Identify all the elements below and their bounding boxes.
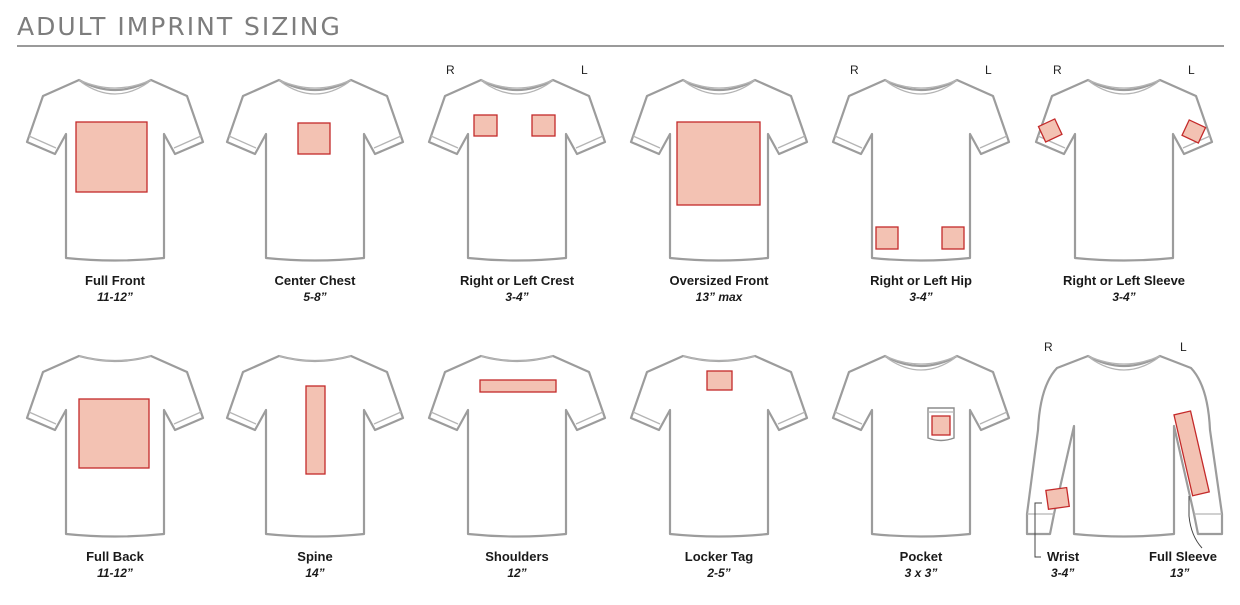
right-side-label: R bbox=[1044, 340, 1053, 354]
tshirt-front-icon bbox=[225, 78, 405, 262]
left-side-label: L bbox=[581, 63, 588, 77]
tshirt-front-icon bbox=[831, 354, 1011, 538]
item-name: Shoulders bbox=[485, 549, 549, 564]
imprint-center-chest bbox=[297, 122, 331, 155]
imprint-shoulders bbox=[479, 379, 557, 393]
imprint-right-hip bbox=[875, 226, 899, 250]
item-size: 12” bbox=[507, 566, 527, 580]
imprint-left-hip bbox=[941, 226, 965, 250]
full-sleeve-name: Full Sleeve bbox=[1149, 549, 1217, 564]
wrist-size: 3-4” bbox=[1051, 566, 1075, 580]
item-name: Right or Left Hip bbox=[870, 273, 972, 288]
item-size: 11-12” bbox=[97, 290, 133, 304]
item-sleeve: R L Right or Left Sleeve 3-4” bbox=[1024, 63, 1224, 310]
title-divider bbox=[17, 45, 1224, 47]
wrist-leader-line bbox=[1034, 502, 1042, 558]
item-center-chest: Center Chest 5-8” bbox=[215, 70, 415, 310]
imprint-oversized-front bbox=[676, 121, 761, 206]
tshirt-front-icon bbox=[831, 78, 1011, 262]
tshirt-back-icon bbox=[225, 354, 405, 538]
full-sleeve-leader-line bbox=[1188, 496, 1203, 549]
item-full-front: Full Front 11-12” bbox=[15, 70, 215, 310]
item-name: Right or Left Crest bbox=[459, 273, 575, 288]
tshirt-front-icon bbox=[427, 78, 607, 262]
item-name: Oversized Front bbox=[669, 273, 769, 288]
item-locker-tag: Locker Tag 2-5” bbox=[619, 346, 819, 586]
imprint-full-back bbox=[78, 398, 150, 469]
item-oversized-front: Oversized Front 13” max bbox=[619, 70, 819, 310]
item-name: Locker Tag bbox=[684, 549, 754, 564]
item-long-sleeve: R L Wrist 3-4” Full Sleeve 13” bbox=[1024, 340, 1224, 586]
tshirt-front-icon bbox=[1034, 78, 1214, 262]
left-side-label: L bbox=[1180, 340, 1187, 354]
wrist-name: Wrist bbox=[1047, 549, 1080, 564]
imprint-left-sleeve bbox=[1181, 119, 1207, 144]
item-full-back: Full Back 11-12” bbox=[15, 346, 215, 586]
item-shoulders: Shoulders 12” bbox=[417, 346, 617, 586]
item-size: 3 x 3” bbox=[904, 566, 938, 580]
imprint-right-sleeve bbox=[1037, 118, 1063, 143]
item-name: Pocket bbox=[899, 549, 943, 564]
imprint-wrist bbox=[1045, 486, 1071, 511]
imprint-pocket bbox=[931, 415, 951, 436]
item-crest: R L Right or Left Crest 3-4” bbox=[417, 63, 617, 310]
right-side-label: R bbox=[1053, 63, 1062, 77]
imprint-locker-tag bbox=[706, 370, 733, 391]
item-size: 3-4” bbox=[505, 290, 529, 304]
item-size: 3-4” bbox=[1112, 290, 1136, 304]
item-size: 13” max bbox=[695, 290, 743, 304]
item-name: Spine bbox=[297, 549, 333, 564]
item-pocket: Pocket 3 x 3” bbox=[821, 346, 1021, 586]
tshirt-front-icon bbox=[629, 78, 809, 262]
item-hip: R L Right or Left Hip 3-4” bbox=[821, 63, 1021, 310]
imprint-spine bbox=[305, 385, 326, 475]
item-name: Full Back bbox=[86, 549, 144, 564]
item-size: 5-8” bbox=[303, 290, 327, 304]
tshirt-back-icon bbox=[629, 354, 809, 538]
item-size: 11-12” bbox=[97, 566, 133, 580]
tshirt-front-icon bbox=[25, 78, 205, 262]
right-side-label: R bbox=[446, 63, 455, 77]
right-side-label: R bbox=[850, 63, 859, 77]
imprint-full-front bbox=[75, 121, 148, 193]
imprint-left-crest bbox=[531, 114, 556, 137]
imprint-right-crest bbox=[473, 114, 498, 137]
item-size: 14” bbox=[305, 566, 325, 580]
item-name: Full Front bbox=[85, 273, 145, 288]
full-sleeve-size: 13” bbox=[1170, 566, 1190, 580]
item-size: 3-4” bbox=[909, 290, 933, 304]
item-spine: Spine 14” bbox=[215, 346, 415, 586]
left-side-label: L bbox=[985, 63, 992, 77]
page-title: ADULT IMPRINT SIZING bbox=[17, 12, 342, 41]
imprint-full-sleeve bbox=[1173, 410, 1210, 497]
item-size: 2-5” bbox=[707, 566, 731, 580]
item-name: Center Chest bbox=[274, 273, 356, 288]
tshirt-back-icon bbox=[25, 354, 205, 538]
item-name: Right or Left Sleeve bbox=[1062, 273, 1186, 288]
long-sleeve-shirt-icon bbox=[1025, 354, 1224, 558]
tshirt-back-icon bbox=[427, 354, 607, 538]
left-side-label: L bbox=[1188, 63, 1195, 77]
